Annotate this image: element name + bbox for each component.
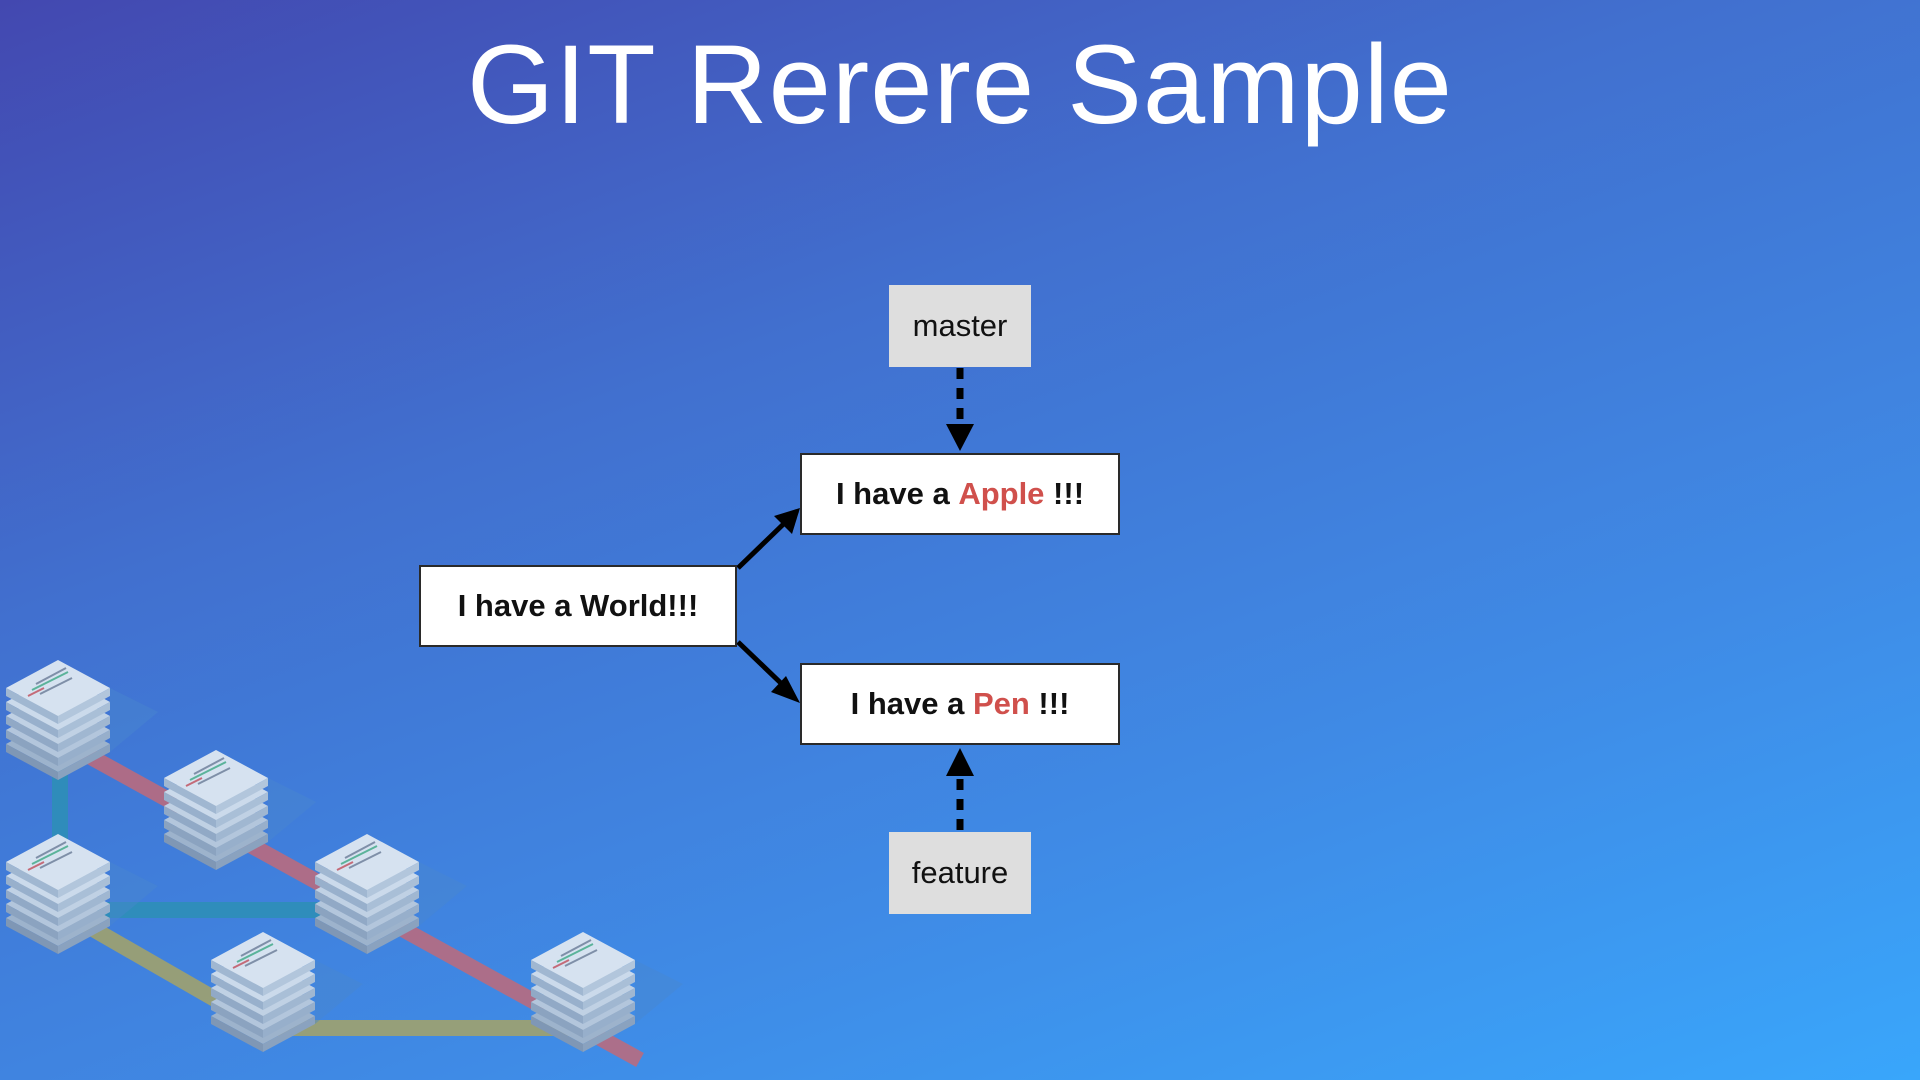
branch-master: master [889, 285, 1031, 367]
commit-master-highlight: Apple [958, 476, 1044, 512]
edge-base-to-feature [738, 642, 786, 688]
commit-feature: I have a Pen !!! [800, 663, 1120, 745]
commit-feature-highlight: Pen [973, 686, 1030, 722]
commit-master: I have a Apple !!! [800, 453, 1120, 535]
branch-feature-label: feature [912, 855, 1009, 891]
edge-master-pointer-arrowhead [946, 424, 974, 451]
commit-feature-prefix: I have a [851, 686, 973, 722]
branch-master-label: master [913, 308, 1008, 344]
branch-feature: feature [889, 832, 1031, 914]
edge-feature-pointer-arrowhead [946, 748, 974, 776]
commit-graph-illustration [0, 0, 700, 1080]
commit-feature-suffix: !!! [1030, 686, 1070, 722]
commit-master-suffix: !!! [1044, 476, 1084, 512]
commit-master-prefix: I have a [836, 476, 958, 512]
